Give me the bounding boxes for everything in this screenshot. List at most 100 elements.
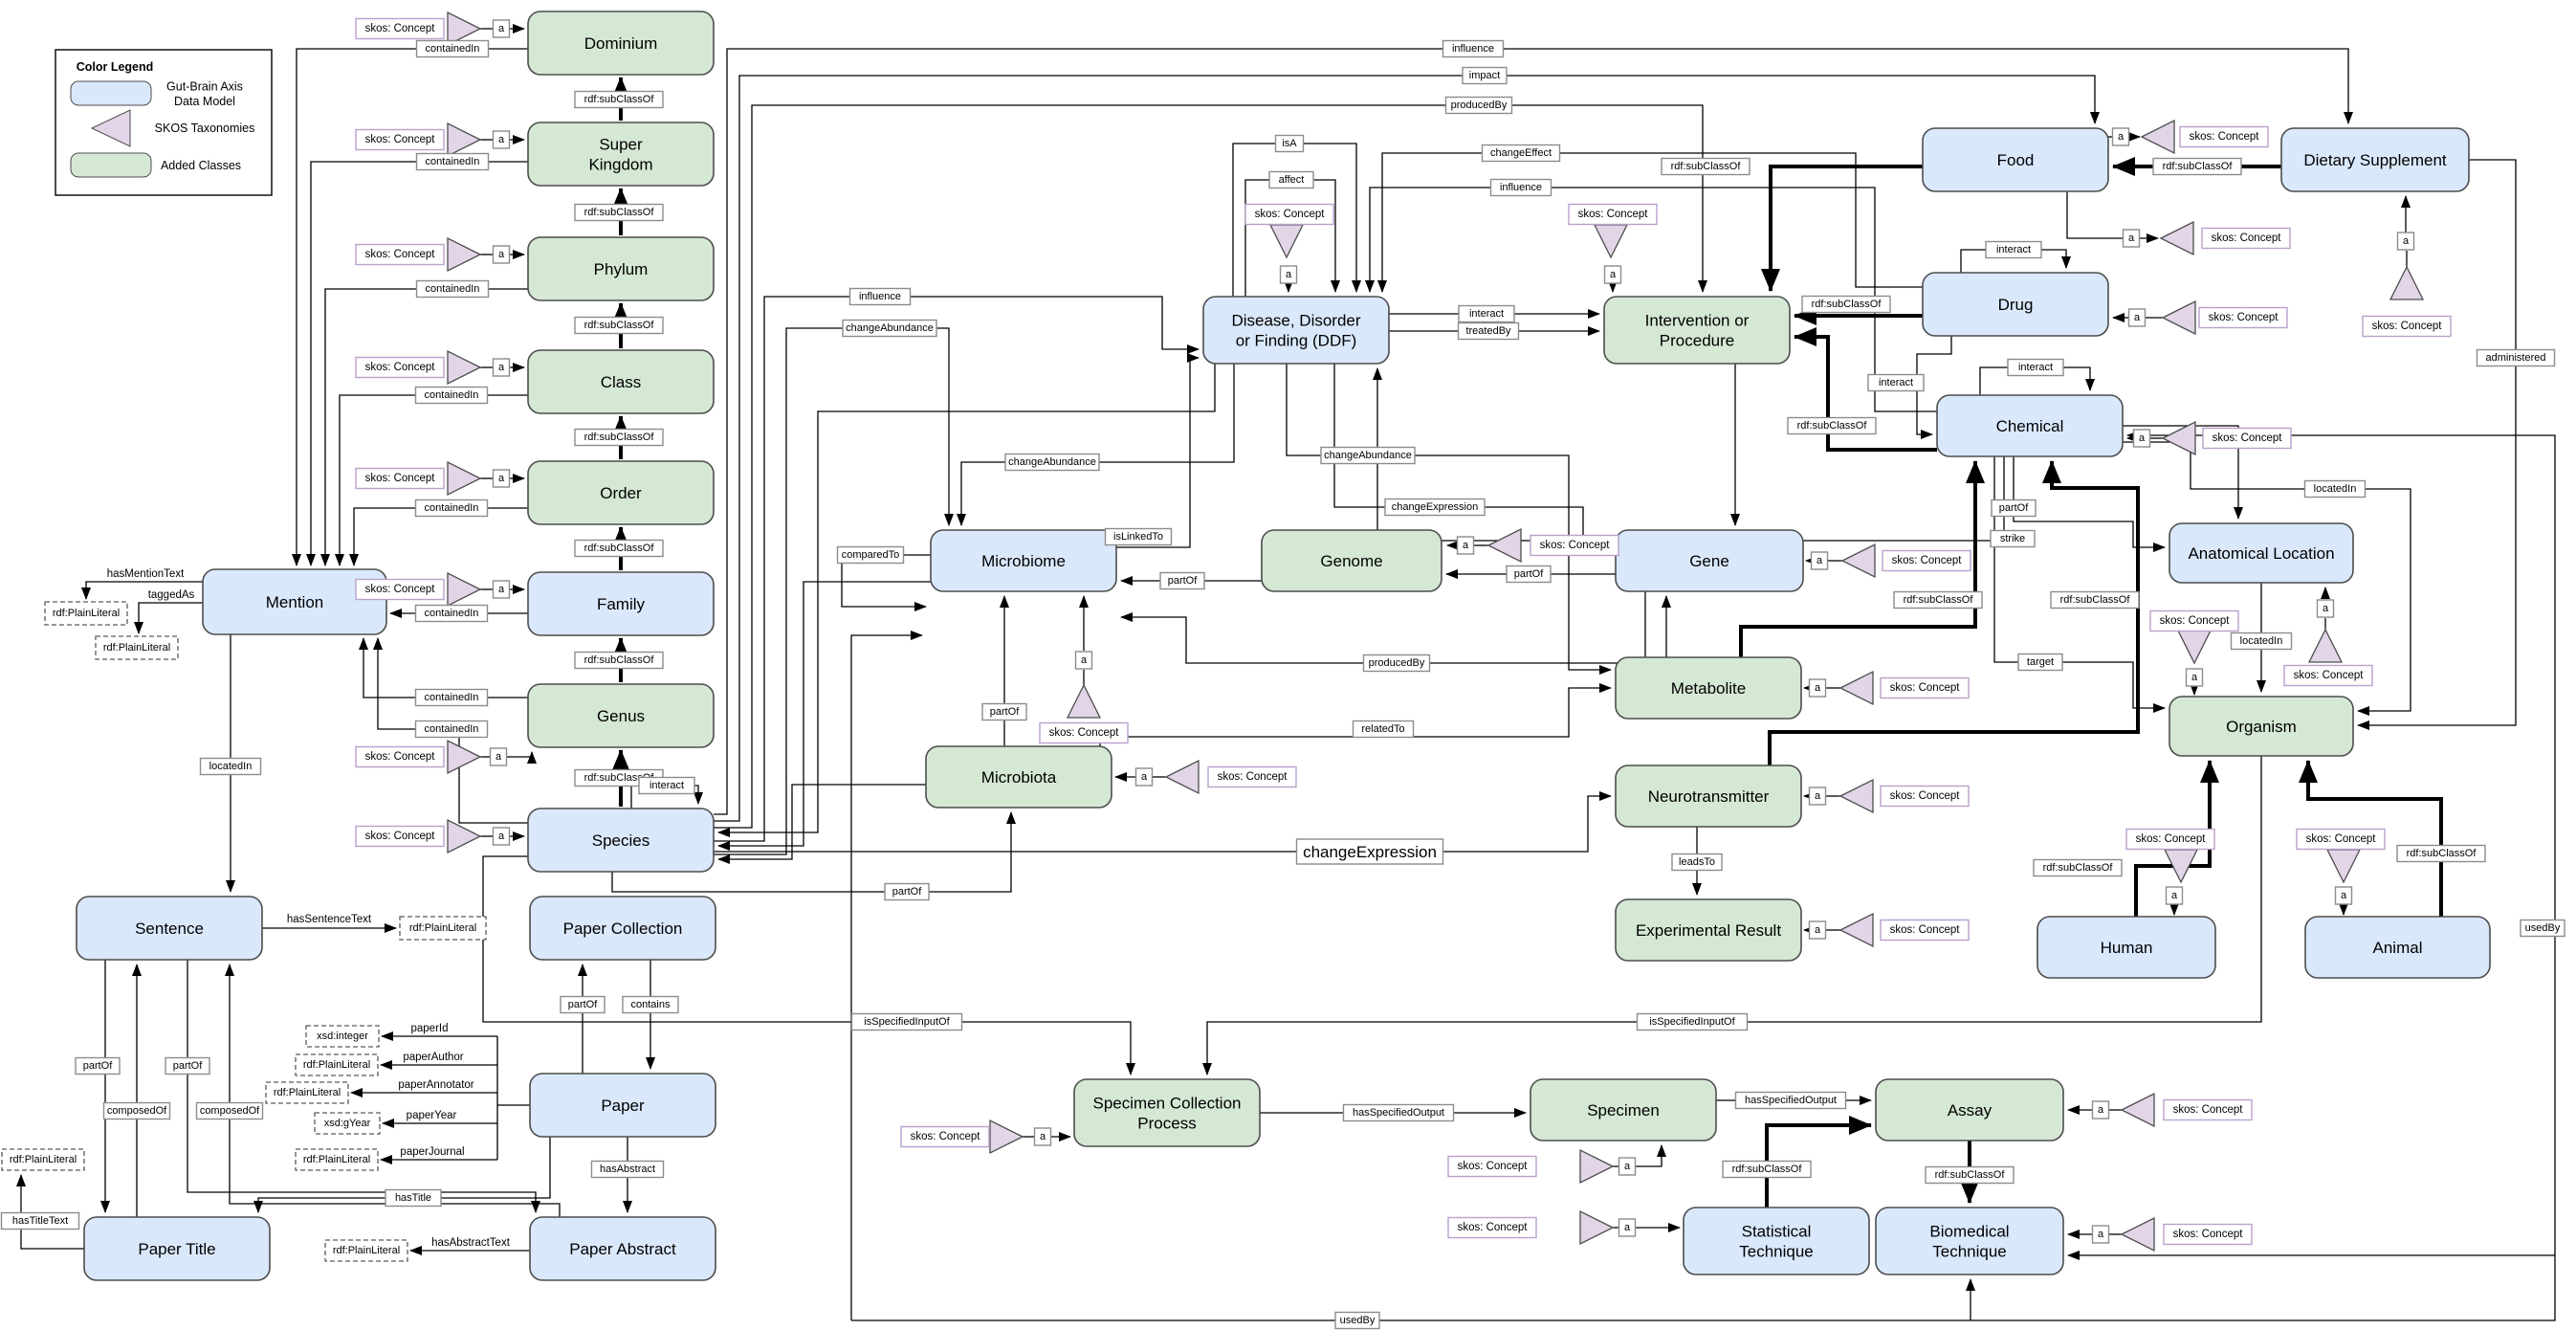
edge-label-isSpecifiedInputOf: isSpecifiedInputOf — [1636, 1012, 1749, 1031]
a-relation-label: a — [1618, 1218, 1637, 1237]
text-label: Assay — [1948, 1101, 1993, 1119]
skos-concept-label: skos: Concept — [1447, 1216, 1537, 1239]
text-label: skos: Concept — [1458, 1222, 1529, 1233]
text-label: interact — [2018, 362, 2053, 373]
text-label: Organism — [2226, 718, 2297, 736]
text-label: rdf:subClassOf — [2043, 862, 2114, 874]
edge-78 — [2123, 425, 2243, 520]
skos-link-food-2 — [2066, 191, 2123, 239]
text-label: a — [2323, 603, 2329, 614]
skos-concept-triangle-icon — [989, 1119, 1024, 1155]
text-label: changeAbundance — [1324, 450, 1412, 461]
a-relation-label: a — [1456, 536, 1475, 555]
text-label: partOf — [83, 1060, 114, 1072]
a-relation-label: a — [492, 245, 511, 264]
skos-concept-triangle-icon — [2140, 119, 2175, 155]
text-label: rdf:PlainLiteral — [103, 642, 170, 654]
text-label: hasTitleText — [12, 1215, 68, 1227]
text-label: skos: Concept — [2173, 1104, 2244, 1116]
edge-label-locatedIn: locatedIn — [199, 757, 262, 776]
skos-concept-label: skos: Concept — [2198, 306, 2288, 329]
a-relation-label: a — [492, 469, 511, 488]
a-relation-label: a — [2122, 229, 2141, 248]
text-label: changeAbundance — [1008, 456, 1096, 468]
text-label: rdf:PlainLiteral — [333, 1245, 400, 1256]
text-label: Paper — [601, 1097, 645, 1115]
edge-label-containedIn: containedIn — [414, 688, 489, 707]
edge-label-producedBy: producedBy — [1444, 96, 1513, 115]
a-relation-label: a — [2127, 308, 2147, 327]
node-paper-collection: Paper Collection — [529, 896, 716, 961]
skos-concept-label: skos: Concept — [2296, 828, 2386, 851]
edge-label-comparedTo: comparedTo — [836, 545, 905, 565]
edge-52 — [1116, 353, 1200, 548]
edge-label-rdf:subClassOf: rdf:subClassOf — [1801, 295, 1891, 314]
text-label: partOf — [173, 1060, 204, 1072]
skos-concept-label: skos: Concept — [1880, 785, 1970, 808]
text-label: interact — [1996, 244, 2031, 255]
text-label: containedIn — [426, 283, 480, 295]
text-label: impact — [1469, 70, 1500, 81]
text-label: hasSentenceText — [287, 914, 372, 925]
edge-56 — [1120, 591, 1646, 664]
text-label: a — [498, 473, 505, 484]
skos-concept-label: skos: Concept — [2163, 1223, 2253, 1246]
text-label: rdf:subClassOf — [1904, 594, 1974, 606]
edge-label-rdf:subClassOf: rdf:subClassOf — [2033, 858, 2123, 877]
skos-concept-label: skos: Concept — [1530, 534, 1619, 557]
text-label: skos: Concept — [2160, 615, 2231, 627]
text-label: rdf:subClassOf — [584, 772, 655, 784]
text-label: changeEffect — [1490, 147, 1552, 159]
edge-label-interact: interact — [1458, 304, 1515, 323]
property-label-paperJournal: paperJournal — [400, 1146, 464, 1158]
a-relation-label: a — [1618, 1157, 1637, 1176]
text-label: containedIn — [425, 692, 479, 703]
skos-concept-label: skos: Concept — [355, 17, 445, 40]
text-label: interact — [650, 780, 684, 791]
text-label: skos: Concept — [2190, 131, 2260, 143]
skos-concept-triangle-icon — [447, 571, 482, 608]
text-label: a — [1815, 790, 1821, 802]
a-relation-label: a — [2185, 668, 2204, 687]
skos-concept-triangle-icon — [447, 236, 482, 273]
a-relation-label: a — [2316, 599, 2335, 618]
text-label: a — [2139, 432, 2146, 444]
text-label: a — [1624, 1222, 1631, 1233]
a-relation-label: a — [1603, 265, 1622, 284]
edge-15 — [81, 581, 203, 600]
text-label: a — [2191, 672, 2198, 683]
text-label: skos: Concept — [1458, 1161, 1529, 1172]
edge-label-changeExpression: changeExpression — [1384, 498, 1486, 517]
skos-concept-triangle-icon — [2120, 1216, 2155, 1252]
text-label: skos: Concept — [365, 362, 436, 373]
skos-concept-triangle-icon — [447, 739, 482, 775]
edge-label-rdf:subClassOf: rdf:subClassOf — [1893, 590, 1983, 610]
text-label: usedBy — [2525, 922, 2561, 934]
a-relation-label: a — [492, 130, 511, 149]
edge-label-changeAbundance: changeAbundance — [1320, 446, 1416, 465]
a-relation-label: a — [492, 358, 511, 377]
text-label: Microbiota — [981, 768, 1057, 787]
text-label: a — [498, 584, 505, 595]
skos-concept-label: skos: Concept — [900, 1125, 990, 1148]
text-label: a — [2171, 890, 2178, 901]
text-label: changeExpression — [1303, 843, 1437, 861]
text-label: a — [2098, 1104, 2104, 1116]
a-relation-label: a — [1279, 265, 1298, 284]
text-label: Phylum — [594, 260, 649, 278]
text-label: skos: Concept — [911, 1131, 981, 1142]
text-label: skos: Concept — [2209, 312, 2279, 323]
node-genus: Genus — [527, 683, 715, 748]
edge-label-changeEffect: changeEffect — [1481, 144, 1561, 163]
text-label: Food — [1997, 151, 2035, 169]
text-label: contains — [631, 999, 671, 1010]
